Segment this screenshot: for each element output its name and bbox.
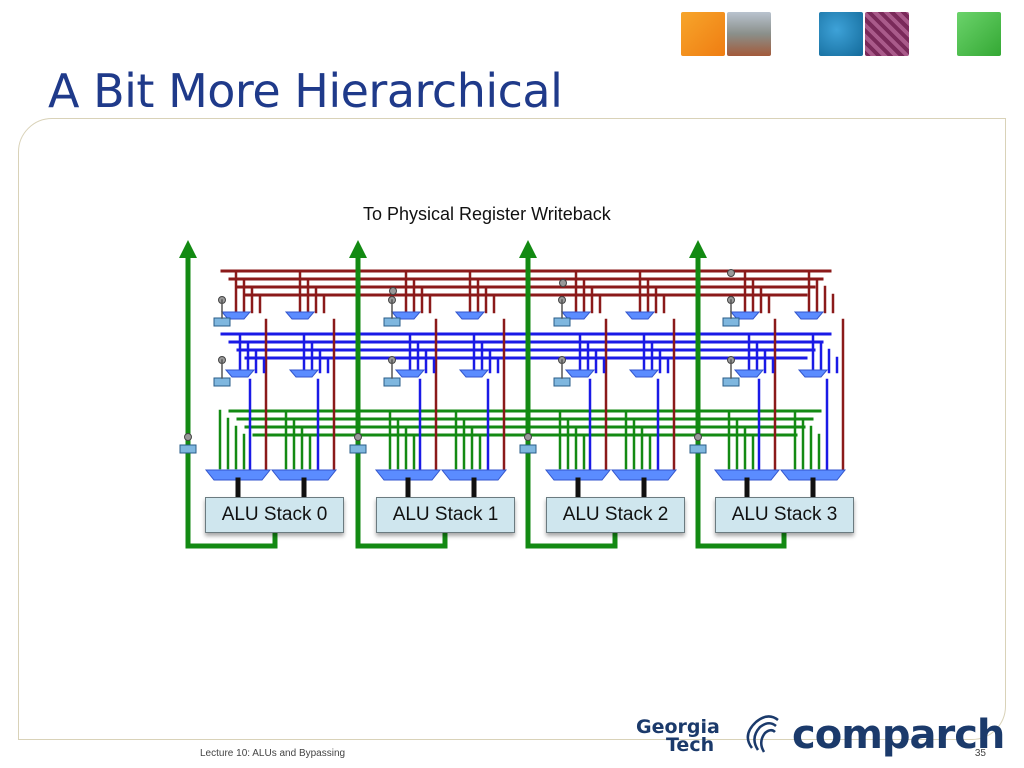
- alu-mux-shape: [374, 469, 442, 481]
- georgia-tech-logo-line2: Tech: [666, 734, 715, 756]
- alu-mux-shape: [270, 469, 338, 481]
- alu-mux-shape: [440, 469, 508, 481]
- junction-dot: [354, 433, 362, 441]
- pipeline-latch-box: [722, 377, 740, 387]
- junction-dot: [184, 433, 192, 441]
- comparch-logo: comparch: [792, 712, 1005, 758]
- alu-mux-shape: [779, 469, 847, 481]
- georgia-tech-logo: Georgia Tech: [636, 716, 726, 756]
- mux-shape: [394, 369, 426, 378]
- mux-shape: [628, 369, 660, 378]
- junction-dot: [559, 279, 567, 287]
- pipeline-latch-box: [349, 444, 367, 454]
- pipeline-latch-box: [213, 317, 231, 327]
- campus-photo-tile-image: [727, 12, 771, 56]
- pipeline-latch-box: [383, 317, 401, 327]
- mux-shape: [220, 311, 252, 320]
- junction-dot: [524, 433, 532, 441]
- georgia-tech-logo-line1: Georgia: [636, 716, 720, 738]
- pipeline-latch-box: [553, 377, 571, 387]
- blue-tile-image: [819, 12, 863, 56]
- mux-shape: [390, 311, 422, 320]
- junction-dot: [727, 269, 735, 277]
- mux-shape: [458, 369, 490, 378]
- writeback-path: [185, 252, 278, 549]
- mux-shape: [564, 369, 596, 378]
- writeback-arrow-icon: [349, 240, 367, 258]
- content-frame: [18, 118, 1006, 740]
- header-image-tiles: [0, 12, 1024, 60]
- mux-shape: [624, 311, 656, 320]
- footer-lecture-title: Lecture 10: ALUs and Bypassing: [200, 748, 346, 759]
- pipeline-latch-box: [553, 317, 571, 327]
- mux-shape: [224, 369, 256, 378]
- junction-dot: [694, 433, 702, 441]
- writeback-path: [695, 252, 787, 549]
- writeback-path: [355, 252, 448, 549]
- alu-mux-shape: [713, 469, 781, 481]
- pipeline-latch-box: [383, 377, 401, 387]
- writeback-label: To Physical Register Writeback: [363, 204, 611, 224]
- mux-shape: [729, 311, 761, 320]
- writeback-arrow-icon: [519, 240, 537, 258]
- pipeline-latch-box: [179, 444, 197, 454]
- pipeline-latch-box: [213, 377, 231, 387]
- alu-mux-shape: [204, 469, 272, 481]
- pipeline-latch-box: [722, 317, 740, 327]
- mux-shape: [560, 311, 592, 320]
- alu-stack-2-box: ALU Stack 2: [546, 497, 685, 533]
- alu-stack-1-box: ALU Stack 1: [376, 497, 515, 533]
- green-tile-image: [957, 12, 1001, 56]
- mux-shape: [288, 369, 320, 378]
- mux-shape: [733, 369, 765, 378]
- slide-title: A Bit More Hierarchical: [48, 64, 563, 118]
- mux-shape: [797, 369, 829, 378]
- alu-mux-shape: [610, 469, 678, 481]
- mux-shape: [454, 311, 486, 320]
- writeback-path: [525, 252, 618, 549]
- alu-stack-3-box: ALU Stack 3: [715, 497, 854, 533]
- pipeline-latch-box: [519, 444, 537, 454]
- pipeline-latch-box: [689, 444, 707, 454]
- writeback-arrow-icon: [179, 240, 197, 258]
- mux-shape: [793, 311, 825, 320]
- writeback-arrow-icon: [689, 240, 707, 258]
- mux-shape: [284, 311, 316, 320]
- junction-dot: [389, 287, 397, 295]
- chip-photo-tile-image: [865, 12, 909, 56]
- alu-mux-shape: [544, 469, 612, 481]
- alu-stack-0-box: ALU Stack 0: [205, 497, 344, 533]
- orange-tile-image: [681, 12, 725, 56]
- footer-page-number: 35: [974, 748, 986, 759]
